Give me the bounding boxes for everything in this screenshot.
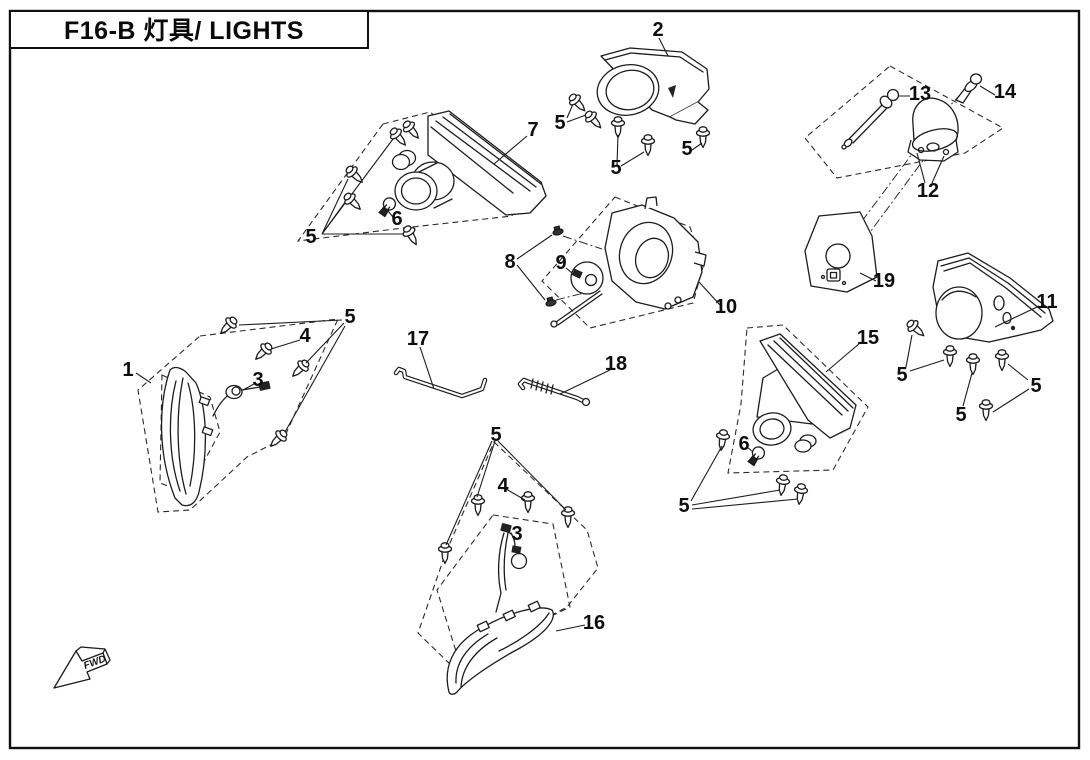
screw-icon	[560, 506, 576, 529]
screw-icon	[437, 542, 453, 565]
screw-icon	[965, 353, 981, 376]
assembly-turn-signal-16: 5 4 3 16	[417, 424, 605, 695]
screw-icon	[470, 494, 486, 517]
callout-5-screw: 5	[681, 138, 692, 160]
page-border	[8, 9, 1081, 750]
nut-icon	[544, 295, 558, 308]
nut-icon	[551, 224, 565, 237]
screw-icon	[342, 162, 368, 188]
assembly-license-lamp-12: 13 14 12 19	[804, 65, 1017, 293]
screw-icon	[791, 482, 809, 506]
callout-5-screw: 5	[955, 404, 966, 426]
page-title: F16-B 灯具/ LIGHTS	[64, 17, 304, 45]
callout-12-lamp: 12	[917, 180, 939, 202]
assembly-headlight-11: 11 5 5 5	[896, 252, 1058, 426]
screw-icon	[520, 491, 536, 514]
callout-14-screw: 14	[994, 81, 1017, 103]
callout-5-screws: 5	[490, 424, 501, 446]
screw-icon	[610, 116, 626, 139]
callout-3-bulb: 3	[252, 369, 263, 391]
callout-4-screw: 4	[497, 475, 509, 497]
bulb-socket-connector	[500, 523, 512, 533]
callout-17-wire: 17	[407, 328, 429, 350]
screw-icon	[903, 316, 929, 342]
callout-3-bulb: 3	[511, 523, 522, 545]
assembly-turn-signal-1: 1 3 4 5	[122, 306, 356, 513]
callout-6-bulb: 6	[391, 208, 402, 230]
screw-icon	[994, 349, 1010, 372]
callout-5-screws: 5	[305, 226, 316, 248]
screw-icon	[581, 107, 607, 133]
callout-15-headlight: 15	[857, 327, 879, 349]
callout-5-screws: 5	[896, 364, 907, 386]
callout-5-screws: 5	[554, 112, 565, 134]
screw-icon	[942, 345, 958, 368]
bulb-glass	[510, 552, 528, 570]
callout-5-screws: 5	[610, 157, 621, 179]
fwd-arrow: FWD	[53, 646, 111, 689]
callout-2-headlight: 2	[652, 19, 663, 41]
gasket-plate-19	[804, 211, 878, 293]
retainer-wire-17: 17	[393, 328, 488, 399]
callout-4-screw: 4	[299, 325, 311, 347]
screw-icon	[215, 313, 241, 339]
screw-icon	[773, 473, 791, 497]
title-block	[9, 10, 369, 49]
callout-5-screws: 5	[1030, 375, 1041, 397]
screw-icon	[695, 126, 711, 149]
callout-13-bulb: 13	[909, 83, 931, 105]
retainer-wire-18: 18	[517, 353, 627, 407]
screw-icon	[340, 189, 366, 215]
callout-9-bulb: 9	[555, 252, 566, 274]
callout-7-headlight: 7	[527, 119, 538, 141]
assembly-headlight-2: 2 5 5 5	[554, 19, 711, 179]
bulb-13-glass	[886, 88, 900, 102]
callout-10-taillight: 10	[715, 296, 737, 318]
callout-6-bulb: 6	[738, 433, 749, 455]
bulb-socket-connector	[258, 381, 271, 391]
assembly-headlight-7: 7 6 5	[296, 110, 547, 249]
callout-11-headlight: 11	[1036, 291, 1057, 313]
assembly-headlight-15: 15 6 5	[678, 324, 879, 517]
screw-icon	[713, 428, 731, 452]
callout-5-screws: 5	[678, 495, 689, 517]
screw-icon	[399, 222, 423, 249]
screw-icon	[978, 399, 994, 422]
callout-5-screws: 5	[344, 306, 355, 328]
screw-icon	[250, 339, 276, 365]
callout-19-plate: 19	[873, 270, 895, 292]
callout-16-turn-signal: 16	[583, 612, 605, 634]
callout-18-wire: 18	[605, 353, 627, 375]
callout-1-turn-signal: 1	[122, 359, 133, 381]
callout-8-nuts: 8	[504, 251, 515, 273]
assembly-taillight-10: 8 9 10	[504, 196, 737, 329]
